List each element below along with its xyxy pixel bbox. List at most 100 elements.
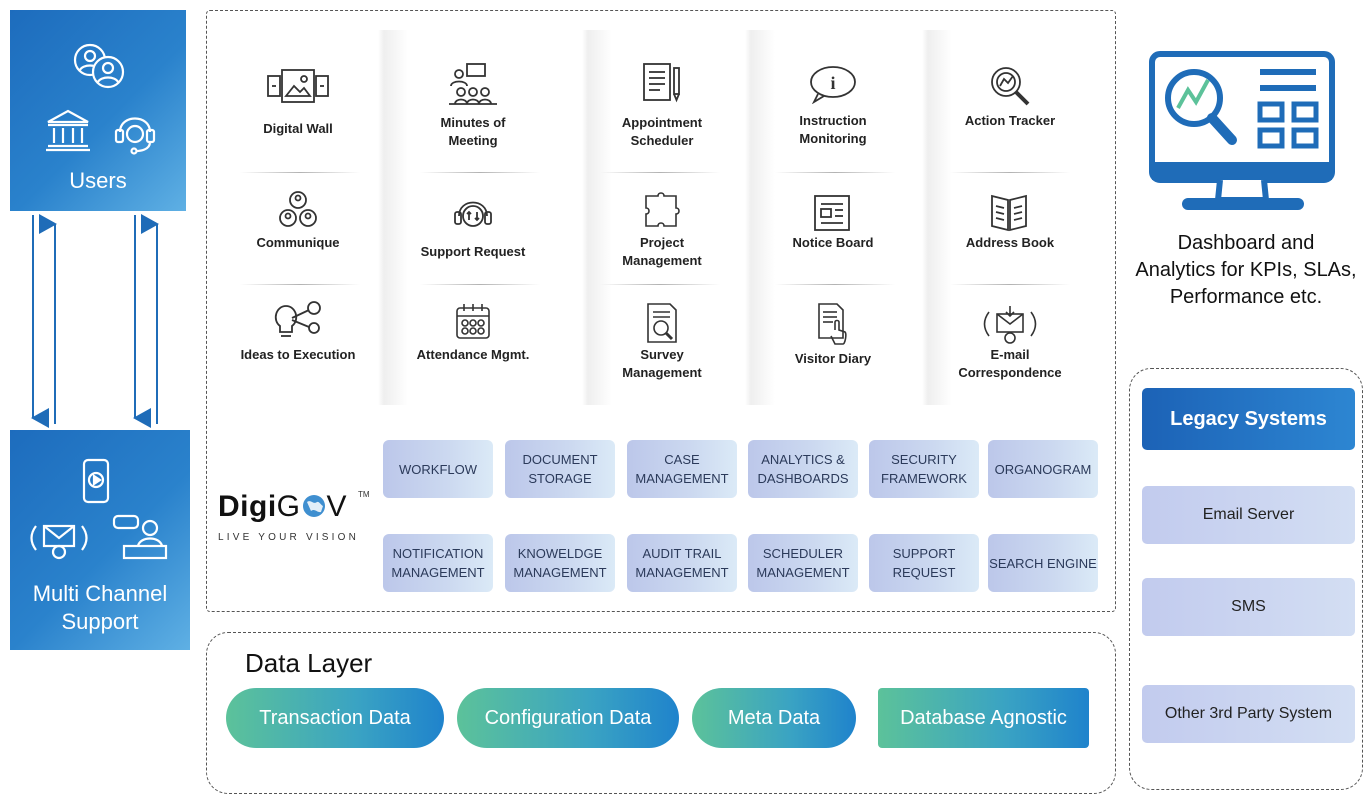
module-label: Survey — [640, 347, 684, 362]
module-label: Scheduler — [630, 133, 694, 148]
row-divider — [775, 172, 895, 173]
idea-icon — [274, 301, 321, 337]
legacy-email-server[interactable]: Email Server — [1142, 486, 1355, 544]
service-label: ANALYTICS & — [761, 452, 845, 467]
multi-channel-label-1: Multi Channel — [32, 581, 168, 606]
row-divider — [775, 284, 895, 285]
service-label: MANAGEMENT — [513, 565, 607, 580]
column-shade — [582, 30, 612, 405]
service-workflow[interactable]: WORKFLOW — [383, 440, 493, 498]
instruction-icon: i — [810, 66, 856, 104]
service-search-engine[interactable]: SEARCH ENGINE — [988, 534, 1098, 592]
appointment-icon — [643, 63, 680, 103]
module-label: Correspondence — [958, 365, 1062, 380]
module-label: Minutes of — [440, 115, 506, 130]
users-label: Users — [69, 168, 127, 193]
module-project-management[interactable]: Project Management — [587, 188, 737, 288]
support-request-icon — [454, 201, 492, 227]
module-address-book[interactable]: Address Book — [935, 188, 1085, 288]
row-divider — [600, 284, 720, 285]
dashboard-caption-line: Analytics for KPIs, SLAs, — [1135, 259, 1357, 281]
row-divider — [240, 284, 360, 285]
data-transaction[interactable]: Transaction Data — [226, 688, 444, 748]
pill-label: Meta Data — [727, 706, 821, 729]
logo-text-v: V — [326, 490, 348, 523]
svg-text:i: i — [830, 73, 835, 93]
service-label: SECURITY — [891, 452, 957, 467]
service-organogram[interactable]: ORGANOGRAM — [988, 440, 1098, 498]
module-email-correspondence[interactable]: E-mail Correspondence — [935, 300, 1085, 400]
headset-support-icon — [114, 117, 156, 155]
dashboard-monitor-icon — [1149, 51, 1335, 210]
service-label: ORGANOGRAM — [994, 461, 1092, 477]
module-survey-management[interactable]: Survey Management — [587, 300, 737, 400]
legacy-systems-header: Legacy Systems — [1142, 388, 1355, 450]
module-label: Communique — [256, 235, 340, 250]
module-action-tracker[interactable]: Action Tracker — [935, 62, 1085, 162]
puzzle-icon — [645, 192, 680, 227]
service-label: MANAGEMENT — [635, 565, 729, 580]
module-label: Ideas to Execution — [240, 347, 356, 362]
module-digital-wall[interactable]: Digital Wall — [223, 62, 373, 162]
row-divider — [600, 172, 720, 173]
application-layer-frame — [206, 10, 1116, 612]
pill-label: Configuration Data — [484, 706, 652, 729]
service-label: STORAGE — [528, 471, 592, 486]
dashboard-caption: Dashboard and Analytics for KPIs, SLAs, … — [1128, 230, 1364, 311]
communique-icon — [279, 191, 317, 227]
module-communique[interactable]: Communique — [223, 188, 373, 288]
data-meta[interactable]: Meta Data — [692, 688, 856, 748]
users-panel: Users — [10, 10, 186, 211]
row-divider — [420, 284, 540, 285]
service-label: DOCUMENT — [522, 452, 598, 467]
module-notice-board[interactable]: Notice Board — [758, 188, 908, 288]
multi-channel-label-2: Support — [61, 609, 139, 634]
module-support-request[interactable]: Support Request — [398, 190, 548, 290]
module-label: Meeting — [448, 133, 498, 148]
column-shade — [922, 30, 952, 405]
legacy-sms[interactable]: SMS — [1142, 578, 1355, 636]
service-document-storage[interactable]: DOCUMENT STORAGE — [505, 440, 615, 498]
user-group-icon — [73, 43, 125, 89]
globe-icon — [302, 495, 325, 517]
service-label: DASHBOARDS — [757, 471, 849, 486]
dashboard-caption-line: Performance etc. — [1169, 286, 1323, 308]
logo-tagline: LIVE YOUR VISION — [218, 532, 360, 543]
email-broadcast-icon — [30, 524, 88, 560]
logo-text-digi: Digi — [218, 490, 277, 523]
data-layer-title: Data Layer — [245, 648, 373, 678]
module-attendance-mgmt[interactable]: Attendance Mgmt. — [398, 300, 548, 400]
column-shade — [745, 30, 775, 405]
service-analytics-dashboards[interactable]: ANALYTICS & DASHBOARDS — [748, 440, 858, 498]
module-label: Management — [622, 365, 702, 380]
logo-text-g: G — [276, 490, 301, 523]
service-label: MANAGEMENT — [756, 565, 850, 580]
legacy-other-3rd-party[interactable]: Other 3rd Party System — [1142, 685, 1355, 743]
trademark: TM — [358, 490, 370, 499]
pill-label: Transaction Data — [259, 706, 411, 729]
government-building-icon — [46, 109, 90, 152]
service-label: MANAGEMENT — [635, 471, 729, 486]
legacy-item-label: SMS — [1231, 598, 1266, 615]
data-database-agnostic[interactable]: Database Agnostic — [878, 688, 1089, 748]
module-label: Address Book — [965, 235, 1055, 250]
module-label: Action Tracker — [964, 113, 1056, 128]
module-instruction-monitoring[interactable]: i Instruction Monitoring — [758, 62, 908, 162]
service-label: MANAGEMENT — [391, 565, 485, 580]
data-configuration[interactable]: Configuration Data — [457, 688, 679, 748]
chat-agent-icon — [112, 514, 168, 560]
column-shade — [378, 30, 408, 405]
module-label: Visitor Diary — [794, 351, 872, 366]
multi-channel-panel: Multi Channel Support — [10, 430, 190, 650]
module-appointment-scheduler[interactable]: Appointment Scheduler — [587, 62, 737, 162]
module-visitor-diary[interactable]: Visitor Diary — [758, 300, 908, 400]
module-minutes-of-meeting[interactable]: Minutes of Meeting — [398, 62, 548, 162]
module-ideas-to-execution[interactable]: Ideas to Execution — [223, 300, 373, 400]
